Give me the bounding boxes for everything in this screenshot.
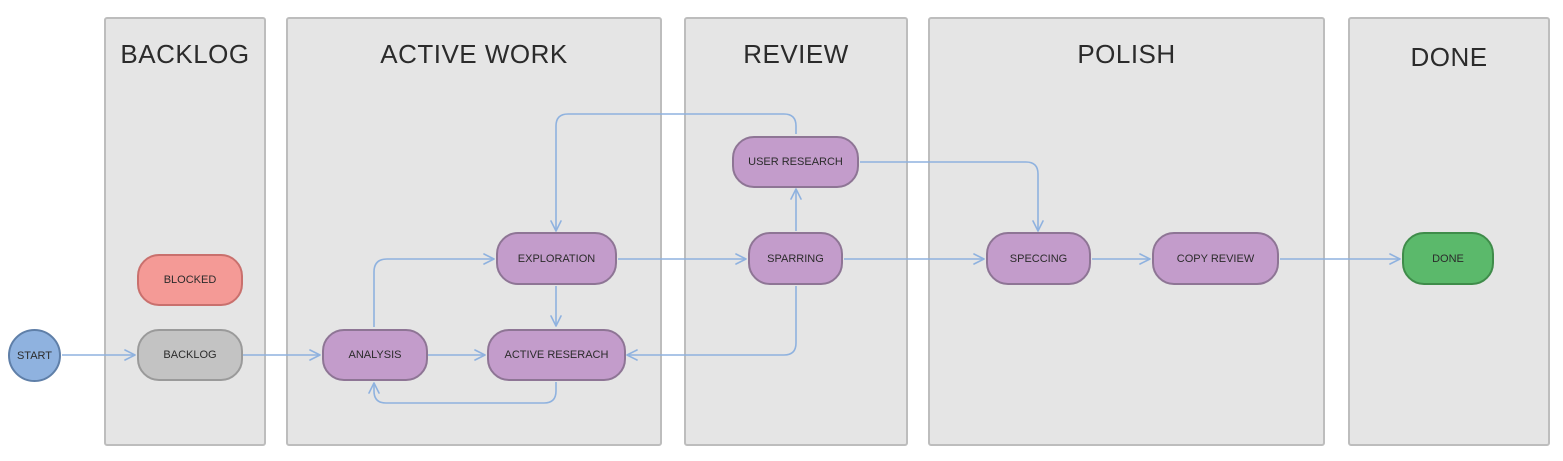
edge-analysis-exploration xyxy=(373,253,495,327)
node-backlog-label: BACKLOG xyxy=(163,349,217,361)
edge-user-research-exploration xyxy=(550,113,797,232)
lane-done: DONE xyxy=(1348,17,1550,446)
edge-active-research-analysis xyxy=(368,382,557,404)
lane-polish-title: POLISH xyxy=(1077,39,1176,69)
edge-sparring-active-research xyxy=(626,286,797,361)
node-user-research[interactable]: USER RESEARCH xyxy=(732,136,859,188)
edge-user-research-speccing xyxy=(860,161,1044,232)
node-analysis-label: ANALYSIS xyxy=(348,349,402,361)
node-done-label: DONE xyxy=(1432,252,1464,265)
lane-review-title: REVIEW xyxy=(743,39,849,69)
node-analysis[interactable]: ANALYSIS xyxy=(322,329,428,381)
lane-done-title: DONE xyxy=(1410,42,1488,72)
node-user-research-label: USER RESEARCH xyxy=(748,156,843,168)
node-speccing[interactable]: SPECCING xyxy=(986,232,1091,285)
node-blocked[interactable]: BLOCKED xyxy=(137,254,243,306)
node-sparring[interactable]: SPARRING xyxy=(748,232,843,285)
node-copy-review-label: COPY REVIEW xyxy=(1176,252,1255,265)
node-blocked-label: BLOCKED xyxy=(163,274,217,286)
lane-backlog-title: BACKLOG xyxy=(120,39,250,69)
node-copy-review[interactable]: COPY REVIEW xyxy=(1152,232,1279,285)
node-active-research-label: ACTIVE RESERACH xyxy=(504,349,609,361)
node-sparring-label: SPARRING xyxy=(767,252,824,265)
node-active-research[interactable]: ACTIVE RESERACH xyxy=(487,329,626,381)
lane-polish: POLISH xyxy=(928,17,1325,446)
node-speccing-label: SPECCING xyxy=(1009,252,1068,265)
node-start-label: START xyxy=(16,349,53,362)
lane-review: REVIEW xyxy=(684,17,908,446)
lane-active-work-title: ACTIVE WORK xyxy=(380,39,568,69)
node-start[interactable]: START xyxy=(8,329,61,382)
node-done[interactable]: DONE xyxy=(1402,232,1494,285)
node-backlog[interactable]: BACKLOG xyxy=(137,329,243,381)
node-exploration[interactable]: EXPLORATION xyxy=(496,232,617,285)
node-exploration-label: EXPLORATION xyxy=(517,252,596,265)
